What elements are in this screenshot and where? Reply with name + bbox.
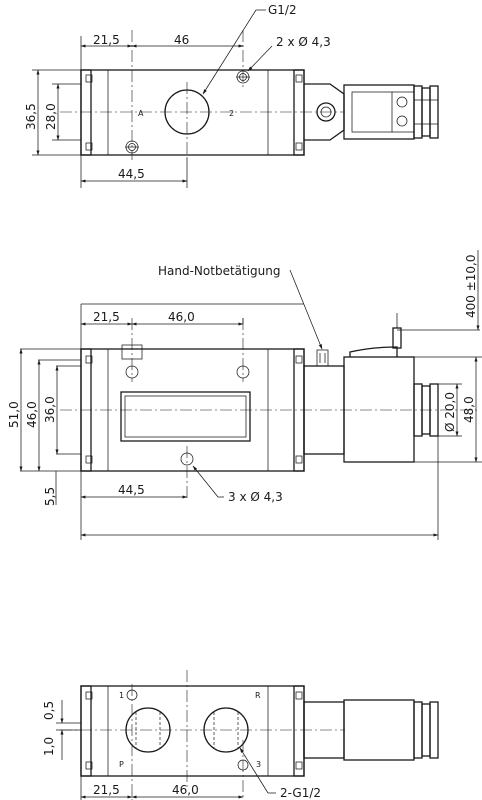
dim-0-5: 0,5: [42, 701, 56, 720]
port-label-p: P: [119, 760, 124, 769]
dim-21-5-bottom: 21,5: [93, 783, 120, 797]
solenoid-front: [303, 313, 439, 463]
dimensions-top: 21,5 46 36,5 28,0 44,5 G1/2 2 x Ø 4,3: [24, 3, 331, 188]
cable-icon: [392, 327, 402, 349]
valve-body: [80, 69, 305, 156]
dim-44-5-front: 44,5: [118, 483, 145, 497]
callout-manual-override: Hand-Notbetätigung: [158, 264, 281, 278]
callout-2-g1-2: 2-G1/2: [280, 786, 321, 800]
solenoid-top: [304, 83, 439, 141]
view-front: 21,5 46,0 51,0 46,0 36,0 5,5 44,5 3 x Ø …: [7, 250, 482, 540]
dim-36-5: 36,5: [24, 103, 38, 130]
dim-dia-20: Ø 20,0: [443, 392, 457, 432]
dim-46: 46: [174, 33, 189, 47]
callout-g1-2: G1/2: [268, 3, 297, 17]
manual-override-icon: [316, 349, 329, 367]
callout-holes-2x: 2 x Ø 4,3: [276, 35, 331, 49]
dim-51-0: 51,0: [7, 401, 21, 428]
dim-28-0: 28,0: [44, 103, 58, 130]
valve-body-front: [80, 344, 305, 472]
dim-46-0-front: 46,0: [168, 310, 195, 324]
dim-46-0-bottom: 46,0: [172, 783, 199, 797]
dimensions-front: 21,5 46,0 51,0 46,0 36,0 5,5 44,5 3 x Ø …: [7, 250, 482, 540]
dim-1-0: 1,0: [42, 737, 56, 756]
valve-body-bottom: [80, 685, 305, 777]
port-label-1: 1: [119, 691, 124, 700]
dim-44-5: 44,5: [118, 167, 145, 181]
port-label-2: 2: [229, 109, 234, 118]
callout-holes-3x: 3 x Ø 4,3: [228, 490, 283, 504]
dim-400: 400 ±10,0: [464, 255, 478, 319]
dim-48-0: 48,0: [462, 396, 476, 423]
dim-5-5: 5,5: [43, 487, 57, 506]
view-top: A 2 21,5 46 36,5 28,0 44,5 G1/2 2 x Ø 4: [24, 3, 439, 188]
dim-21-5-front: 21,5: [93, 310, 120, 324]
dim-46-0: 46,0: [25, 401, 39, 428]
port-label-3: 3: [256, 760, 261, 769]
port-label-a: A: [138, 109, 144, 118]
dim-36-0: 36,0: [43, 396, 57, 423]
dimensions-bottom: 0,5 1,0 21,5 46,0 2-G1/2: [42, 700, 321, 800]
solenoid-bottom: [303, 699, 439, 761]
port-label-r: R: [255, 691, 261, 700]
dim-21-5: 21,5: [93, 33, 120, 47]
view-bottom: 1 R P 3 0,5 1,0 21,5 46,0 2-G1/2: [42, 670, 439, 800]
